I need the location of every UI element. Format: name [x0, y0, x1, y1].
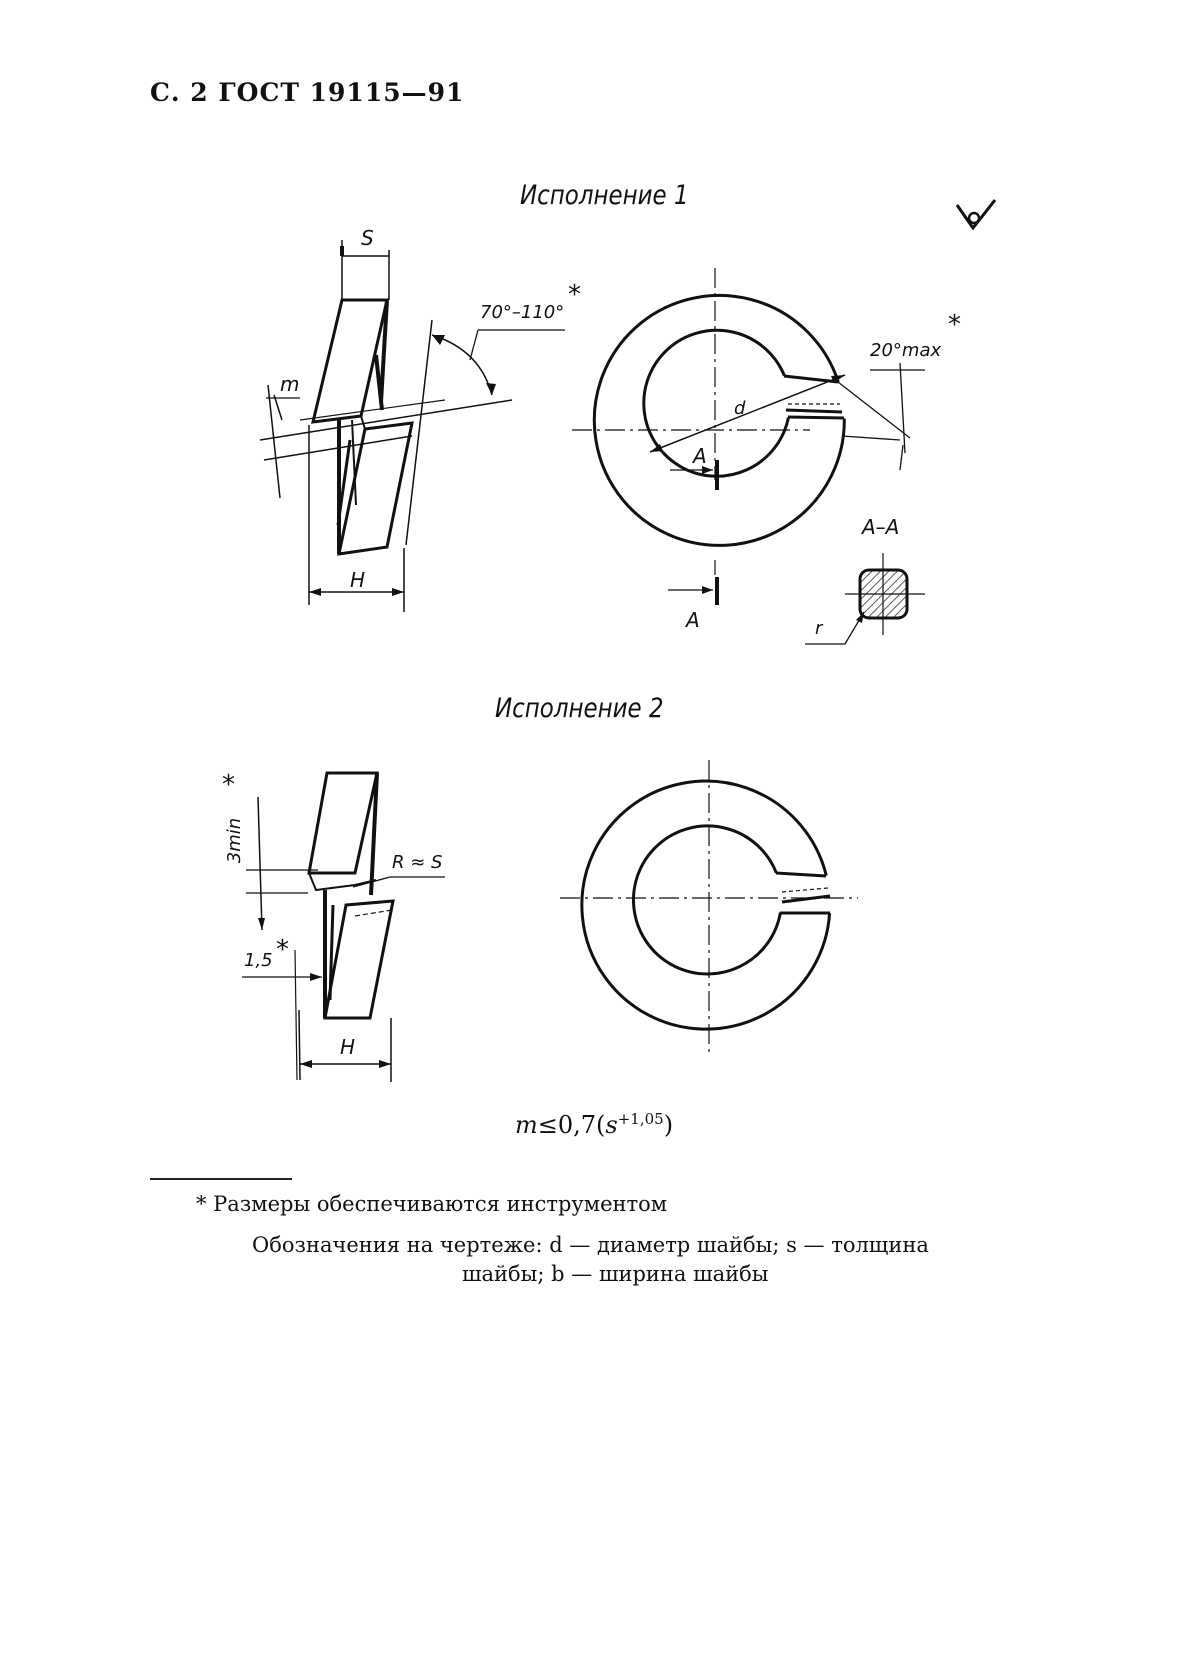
label-section-a-bottom: A	[686, 608, 700, 632]
formula-sup: +1,05	[617, 1110, 664, 1128]
formula-body: ≤0,7(	[537, 1111, 606, 1139]
formula-close: )	[663, 1111, 674, 1139]
roughness-mark-icon	[955, 199, 997, 231]
label-s: S	[361, 226, 374, 250]
formula-var: m	[515, 1111, 538, 1139]
variant-1-caption: Исполнение 1	[520, 180, 689, 211]
section-a-a	[805, 553, 925, 645]
label-h-1: H	[350, 568, 366, 592]
star-2: *	[948, 310, 961, 340]
footnote-notation-line-2: шайбы; b — ширина шайбы	[462, 1262, 769, 1286]
label-r-approx-s: R ≈ S	[392, 852, 443, 873]
label-1-5: 1,5	[244, 950, 273, 971]
star-1: *	[568, 280, 581, 310]
label-section-a-top: A	[693, 444, 707, 468]
star-4: *	[276, 935, 289, 965]
washer-side-view-1	[259, 240, 565, 612]
label-angle-70-110: 70°–110°	[480, 302, 565, 323]
label-angle-20-max: 20°max	[870, 340, 942, 361]
footnote-notation-line-1: Обозначения на чертеже: d — диаметр шайб…	[252, 1233, 929, 1257]
footnote-star-note: * Размеры обеспечиваются инструментом	[196, 1192, 668, 1216]
label-d: d	[734, 398, 746, 419]
footnote-rule	[150, 1178, 292, 1180]
label-h-2: H	[340, 1035, 356, 1059]
label-3min: 3min	[224, 817, 246, 864]
label-m: m	[280, 372, 300, 396]
washer-side-view-2	[242, 771, 445, 1082]
star-3: *	[222, 770, 235, 800]
washer-plan-view-2	[560, 760, 858, 1052]
formula: m≤0,7(s+1,05)	[515, 1110, 673, 1139]
washer-plan-view-1	[572, 268, 925, 605]
page-header: С. 2 ГОСТ 19115—91	[150, 78, 465, 107]
label-r: r	[815, 618, 823, 639]
section-title: A–A	[862, 515, 900, 539]
variant-2-caption: Исполнение 2	[495, 693, 664, 724]
formula-s: s	[605, 1111, 618, 1139]
